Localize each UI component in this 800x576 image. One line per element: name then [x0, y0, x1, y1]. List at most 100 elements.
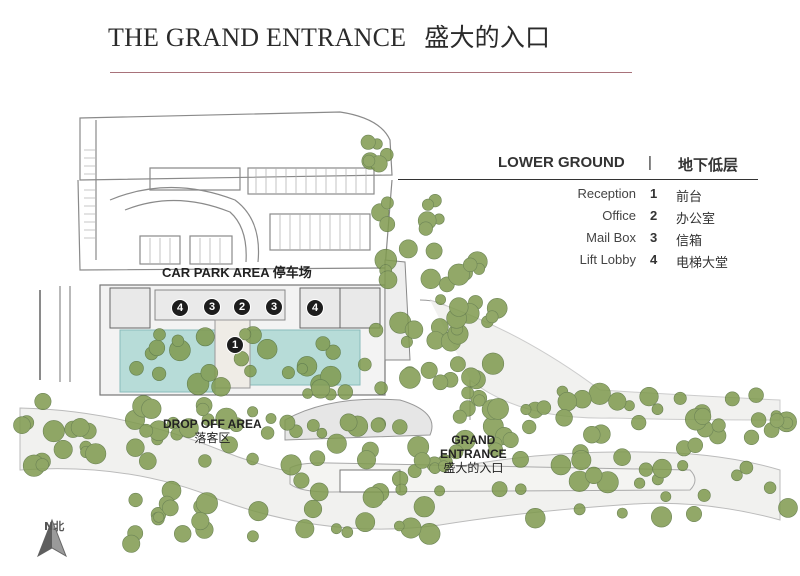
tree-icon: [139, 452, 157, 470]
tree-icon: [191, 512, 210, 531]
tree-icon: [139, 423, 154, 438]
legend-item-num: 3: [650, 230, 658, 245]
tree-icon: [739, 460, 754, 475]
tree-icon: [167, 416, 180, 430]
tree-icon: [398, 239, 418, 259]
legend-item-office: Office 2 办公室: [468, 208, 768, 230]
tree-icon: [463, 257, 478, 272]
north-arrow-icon: [37, 518, 67, 558]
tree-icon: [341, 526, 354, 538]
tree-icon: [260, 426, 275, 440]
tree-icon: [418, 523, 441, 545]
tree-icon: [573, 503, 586, 516]
tree-icon: [608, 392, 627, 411]
legend-item-reception: Reception 1 前台: [468, 186, 768, 208]
legend-item-en: Office: [602, 208, 636, 223]
tree-icon: [461, 367, 481, 387]
tree-icon: [368, 322, 384, 338]
legend-item-zh: 办公室: [676, 212, 716, 227]
tree-icon: [239, 328, 252, 341]
tree-icon: [585, 466, 603, 485]
tree-icon: [452, 409, 467, 424]
tree-icon: [399, 367, 421, 389]
tree-icon: [171, 334, 185, 347]
legend-divider: [398, 179, 758, 180]
tree-icon: [302, 388, 313, 399]
compass-label: N北: [44, 520, 65, 533]
legend-item-lift-lobby: Lift Lobby 4 电梯大堂: [468, 252, 768, 274]
tree-icon: [769, 413, 785, 428]
tree-icon: [616, 507, 628, 519]
tree-icon: [196, 402, 210, 417]
tree-icon: [434, 485, 445, 497]
title-divider: [110, 72, 632, 73]
tree-icon: [724, 391, 740, 407]
drop-off-label-zh: 落客区: [194, 431, 231, 445]
tree-icon: [360, 134, 376, 150]
marker-mail-box: 3: [203, 298, 221, 316]
legend-heading-zh: 地下低层: [678, 156, 739, 174]
tree-icon: [303, 499, 323, 519]
marker-mail-box: 3: [265, 298, 283, 316]
car-park-label: CAR PARK AREA 停车场: [162, 265, 312, 280]
tree-icon: [435, 294, 446, 305]
tree-icon: [325, 344, 341, 360]
tree-icon: [631, 415, 647, 431]
tree-icon: [35, 458, 49, 472]
tree-icon: [652, 458, 672, 479]
tree-icon: [638, 462, 654, 477]
tree-icon: [309, 450, 326, 467]
tree-icon: [550, 454, 572, 476]
tree-icon: [633, 477, 646, 489]
legend-item-en: Lift Lobby: [579, 252, 636, 267]
tree-icon: [392, 419, 408, 435]
tree-icon: [685, 505, 702, 522]
tree-icon: [447, 263, 470, 286]
parking-bays: [84, 149, 367, 264]
legend-separator: |: [648, 154, 652, 171]
title-zh: 盛大的入口: [424, 23, 551, 52]
legend-item-en: Reception: [577, 186, 636, 201]
tree-icon: [421, 198, 434, 211]
tree-icon: [211, 377, 231, 397]
tree-icon: [126, 438, 145, 457]
tree-icon: [522, 419, 537, 435]
tree-icon: [448, 444, 464, 460]
tree-icon: [583, 426, 601, 444]
tree-icon: [660, 491, 672, 502]
tree-icon: [215, 407, 238, 430]
tree-icon: [330, 523, 342, 535]
tree-icon: [512, 450, 529, 468]
legend-item-num: 4: [650, 252, 658, 267]
tree-icon: [195, 492, 218, 515]
tree-icon: [449, 297, 469, 317]
tree-icon: [53, 439, 73, 459]
tree-icon: [356, 450, 376, 470]
tree-icon: [418, 221, 433, 236]
marker-lift-lobby: 4: [306, 299, 324, 317]
legend-item-zh: 前台: [676, 190, 703, 205]
tree-icon: [378, 270, 398, 290]
tree-icon: [220, 436, 238, 454]
tree-icon: [731, 469, 743, 482]
grand-entrance-label-line1: GRAND: [451, 433, 496, 447]
tree-icon: [178, 418, 199, 439]
tree-icon: [195, 327, 215, 347]
tree-icon: [295, 519, 315, 539]
tree-icon: [778, 498, 798, 518]
grand-entrance-label-zh: 盛大的入口: [443, 461, 504, 475]
tree-icon: [257, 339, 278, 360]
tree-icon: [247, 406, 259, 418]
drop-off-label-en: DROP OFF AREA: [163, 417, 262, 431]
tree-icon: [485, 310, 499, 324]
tree-icon: [153, 328, 166, 341]
tree-icon: [244, 364, 257, 378]
tree-icon: [42, 420, 65, 443]
marker-lift-lobby: 4: [171, 299, 189, 317]
tree-icon: [557, 391, 577, 412]
tree-icon: [380, 196, 394, 210]
tree-icon: [362, 154, 376, 168]
tree-icon: [413, 496, 435, 518]
tree-icon: [122, 534, 141, 553]
